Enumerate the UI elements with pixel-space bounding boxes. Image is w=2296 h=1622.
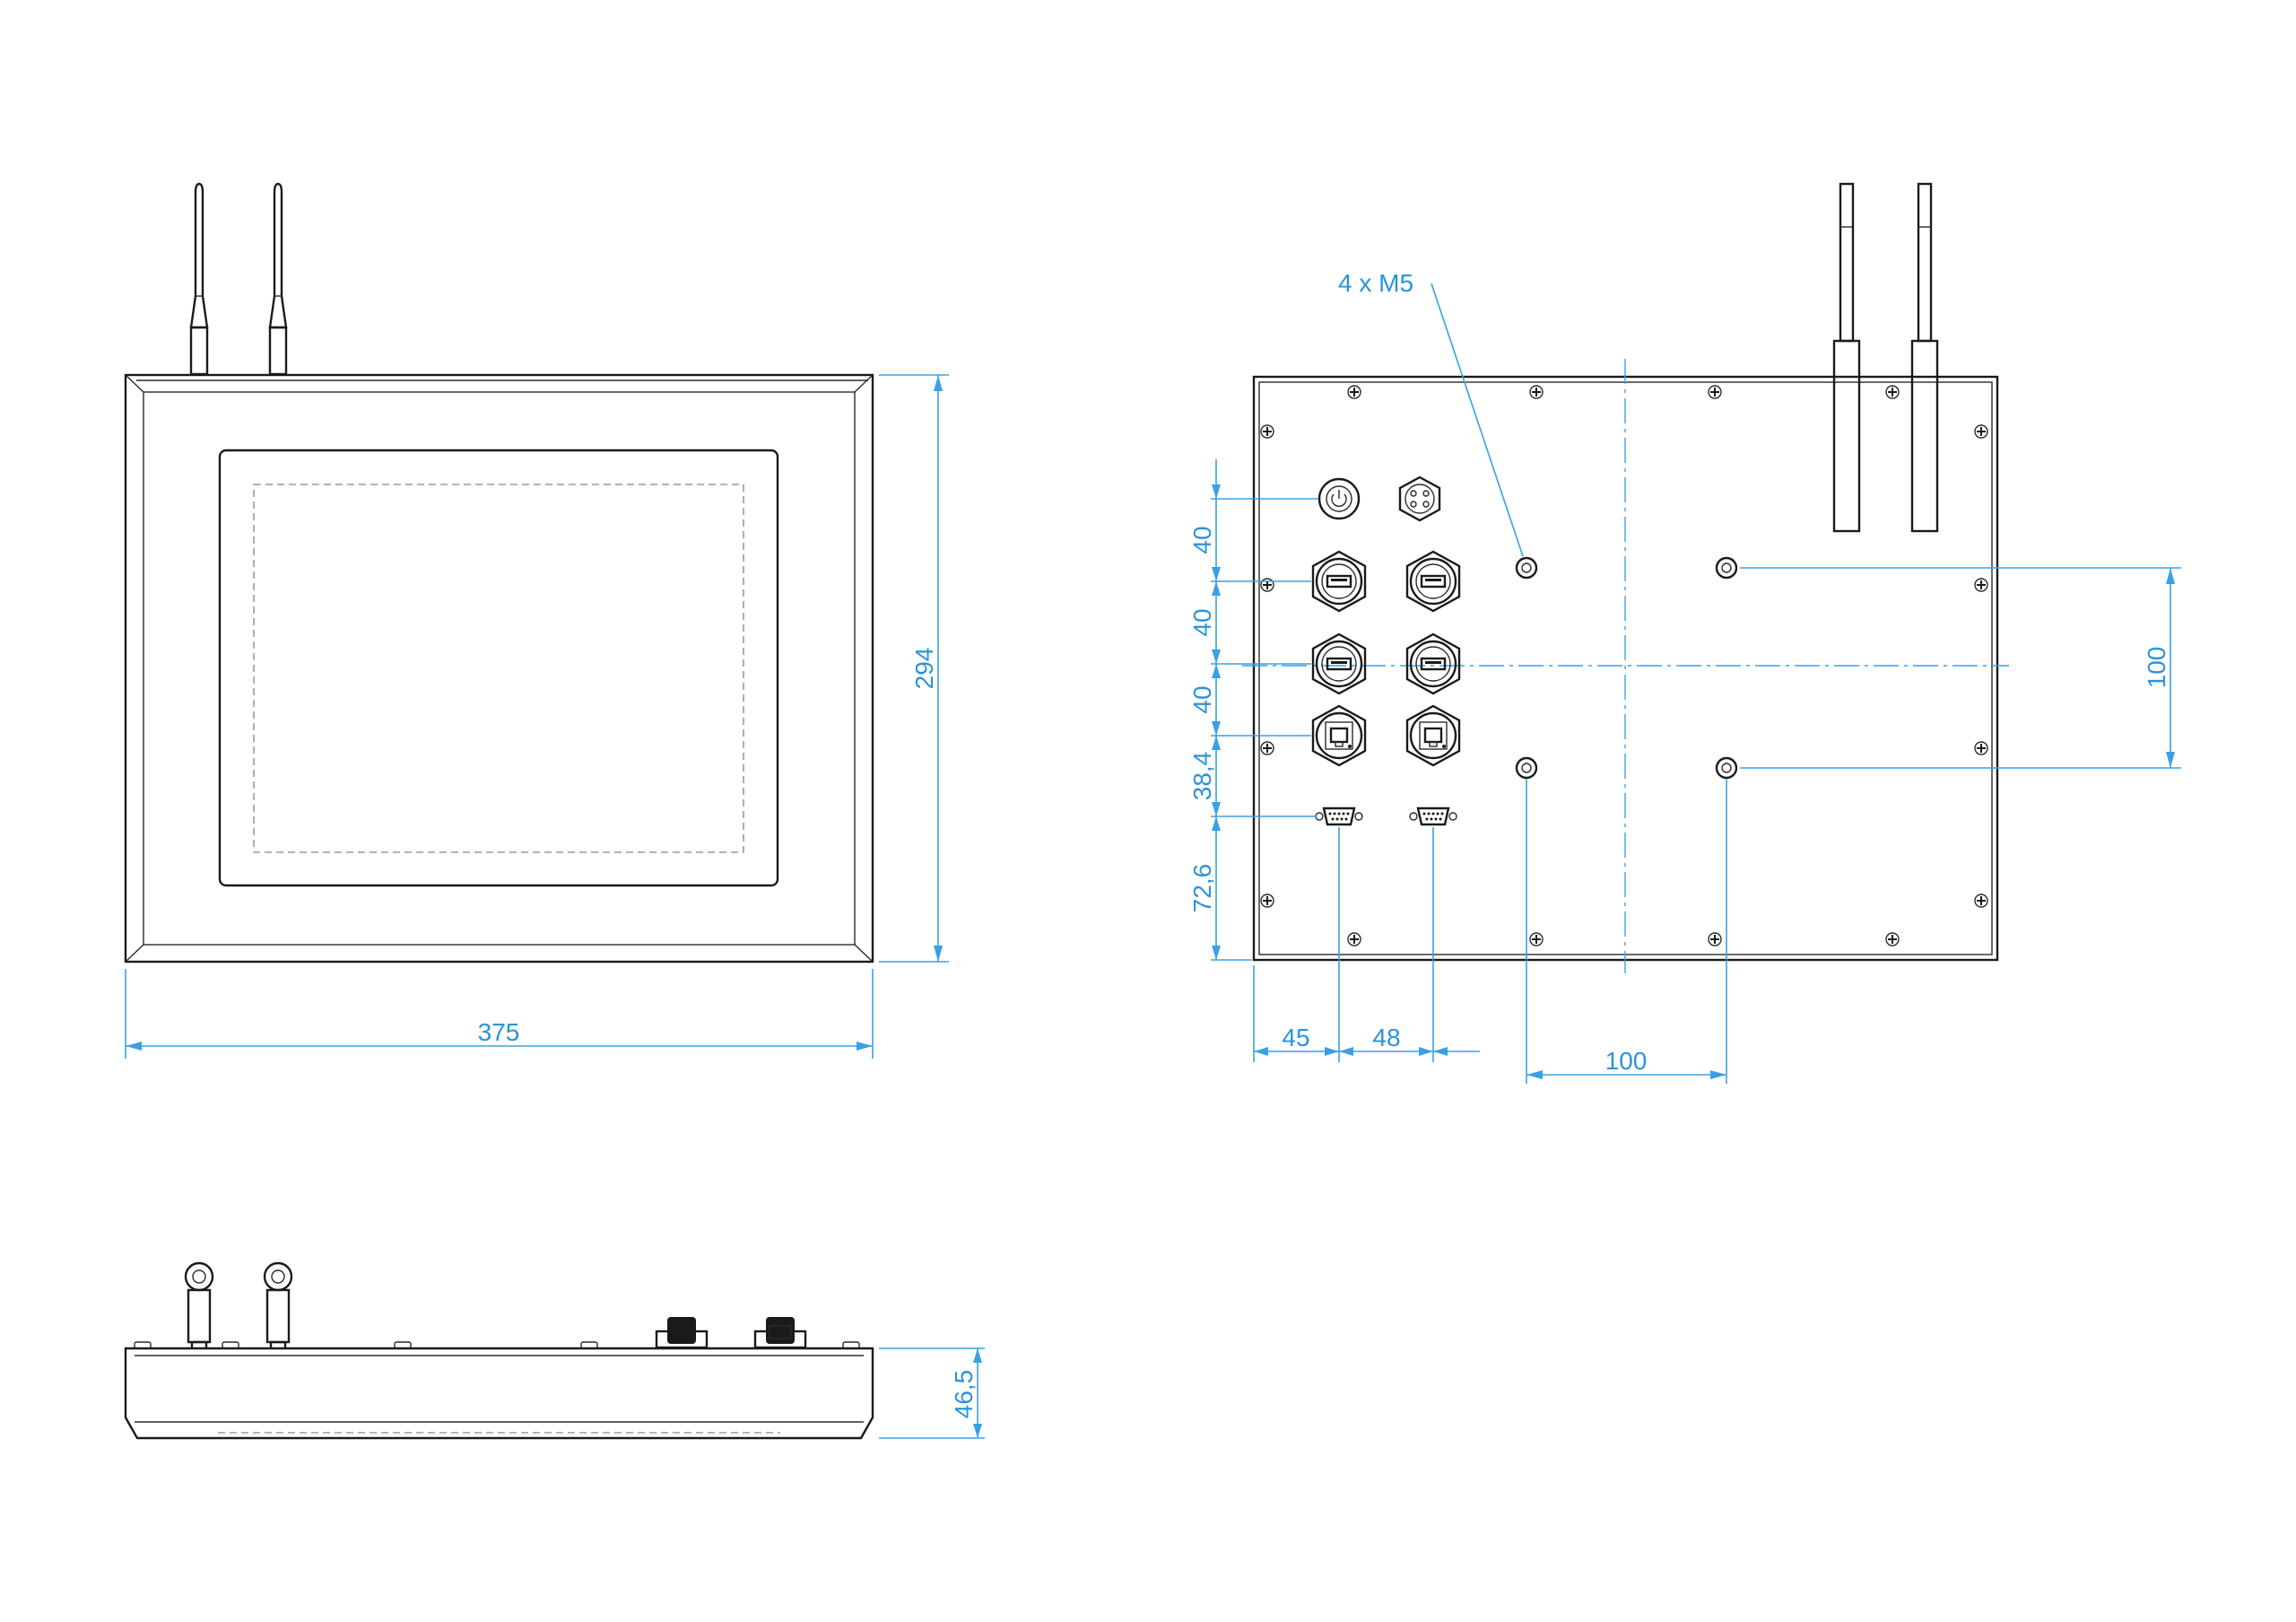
side-antenna-left	[184, 1261, 214, 1351]
m5-callout: 4 x M5	[1338, 269, 1524, 557]
display-screen	[218, 449, 779, 887]
front-width-label: 375	[478, 1018, 520, 1046]
antenna-left	[189, 182, 209, 376]
mount-vertical-dimension: 100	[1740, 567, 2181, 769]
row-pitch-label-3: 40	[1188, 685, 1216, 713]
side-antenna-right	[263, 1261, 293, 1351]
side-depth-dimension: 46,5	[879, 1347, 985, 1439]
row-pitch-label-1: 40	[1188, 526, 1216, 554]
rear-antenna-left	[1832, 182, 1861, 533]
front-view: 375 294	[124, 182, 949, 1059]
row-pitch-dimension-chain: 40 40 40 38,4 72,6	[1188, 459, 1318, 961]
front-housing	[124, 373, 874, 964]
row-pitch-label-2: 40	[1188, 608, 1216, 636]
front-width-dimension: 375	[125, 969, 874, 1059]
m5-callout-label: 4 x M5	[1338, 269, 1413, 297]
side-view: 46,5	[124, 1261, 985, 1440]
column-label-2: 48	[1372, 1024, 1400, 1051]
active-display-area	[253, 484, 744, 853]
front-height-label: 294	[910, 648, 938, 690]
mount-horizontal-dimension: 100	[1526, 779, 1727, 1084]
side-housing	[124, 1347, 874, 1440]
power-button-connector	[1318, 477, 1361, 520]
m12-power-connector	[1398, 475, 1441, 522]
row-pitch-label-5: 72,6	[1188, 864, 1216, 913]
rear-view: 4 x M5 40 40 40 38,4 72,6	[1188, 182, 2181, 1084]
mount-vertical-label: 100	[2143, 647, 2170, 689]
mount-horizontal-label: 100	[1605, 1047, 1648, 1075]
row-pitch-label-4: 38,4	[1188, 752, 1216, 801]
column-label-1: 45	[1282, 1024, 1309, 1051]
side-depth-label: 46,5	[950, 1370, 978, 1419]
side-connector-left	[655, 1317, 709, 1349]
side-connector-right	[753, 1317, 807, 1349]
antenna-right	[268, 182, 288, 376]
column-dimension-chain: 45 48	[1253, 827, 1480, 1062]
rear-antenna-right	[1910, 182, 1939, 533]
front-height-dimension: 294	[879, 374, 949, 963]
